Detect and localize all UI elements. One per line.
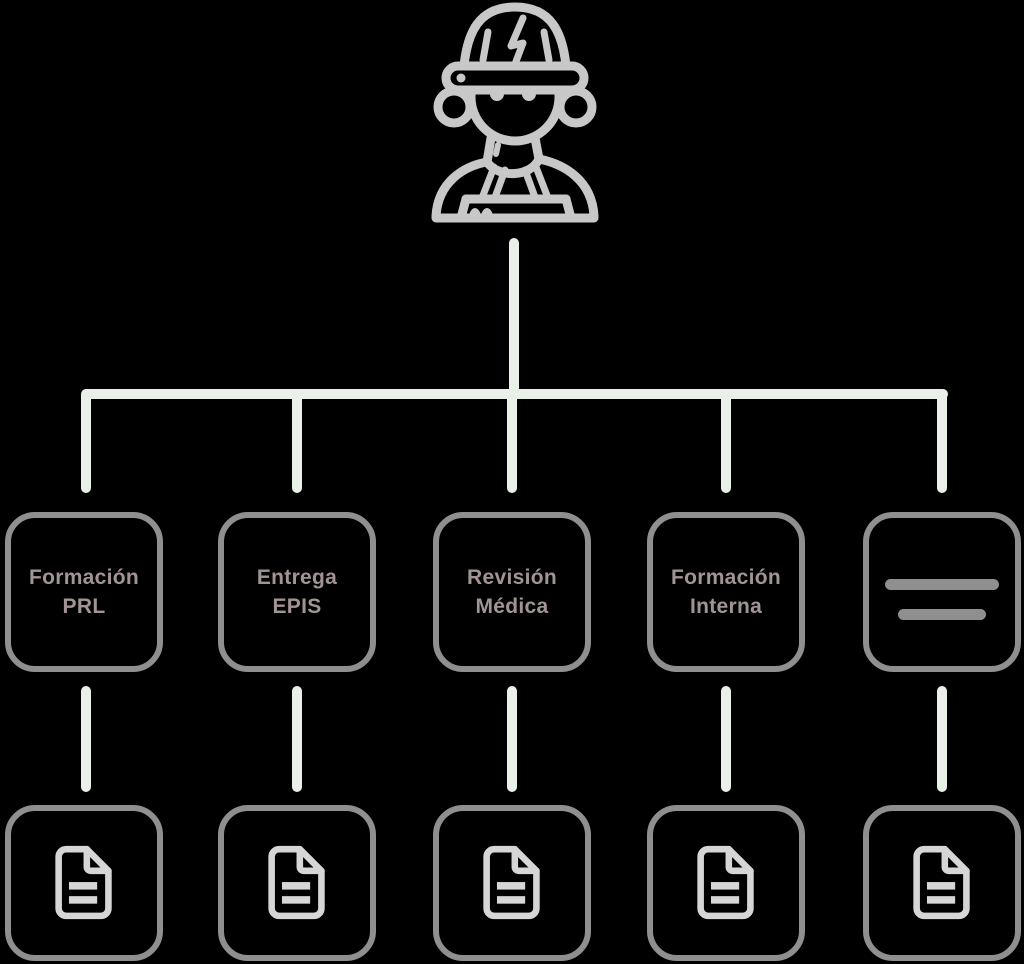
- node-more: [863, 512, 1021, 672]
- node-revision-medica: Revisión Médica: [433, 512, 591, 672]
- node-label: Formación Interna: [670, 565, 782, 618]
- construction-worker-icon: [431, 2, 599, 223]
- document-node-4: [647, 805, 805, 961]
- connector-mid-3: [507, 686, 517, 792]
- connector-root-stem: [509, 238, 519, 399]
- document-icon: [55, 845, 112, 920]
- node-label: Revisión Médica: [467, 565, 557, 618]
- connector-mid-5: [937, 686, 947, 792]
- connector-drop-4: [721, 389, 731, 493]
- document-icon: [268, 845, 325, 920]
- node-label: Entrega EPIS: [256, 565, 338, 618]
- node-formacion-interna: Formación Interna: [647, 512, 805, 672]
- document-node-2: [218, 805, 376, 961]
- document-icon: [483, 845, 540, 920]
- connector-drop-1: [81, 389, 91, 493]
- connector-drop-5: [937, 389, 947, 493]
- connector-drop-3: [507, 389, 517, 493]
- equals-bar-bottom: [898, 608, 986, 620]
- connector-drop-2: [292, 389, 302, 493]
- connector-mid-1: [81, 686, 91, 792]
- document-node-3: [433, 805, 591, 961]
- equals-lines-icon: [885, 578, 999, 620]
- node-formacion-prl: Formación PRL: [5, 512, 163, 672]
- document-icon: [697, 845, 754, 920]
- equals-bar-top: [885, 578, 999, 590]
- document-icon: [913, 845, 970, 920]
- connector-mid-4: [721, 686, 731, 792]
- node-label: Formación PRL: [28, 565, 140, 618]
- document-node-5: [863, 805, 1021, 961]
- document-node-1: [5, 805, 163, 961]
- node-entrega-epis: Entrega EPIS: [218, 512, 376, 672]
- connector-mid-2: [292, 686, 302, 792]
